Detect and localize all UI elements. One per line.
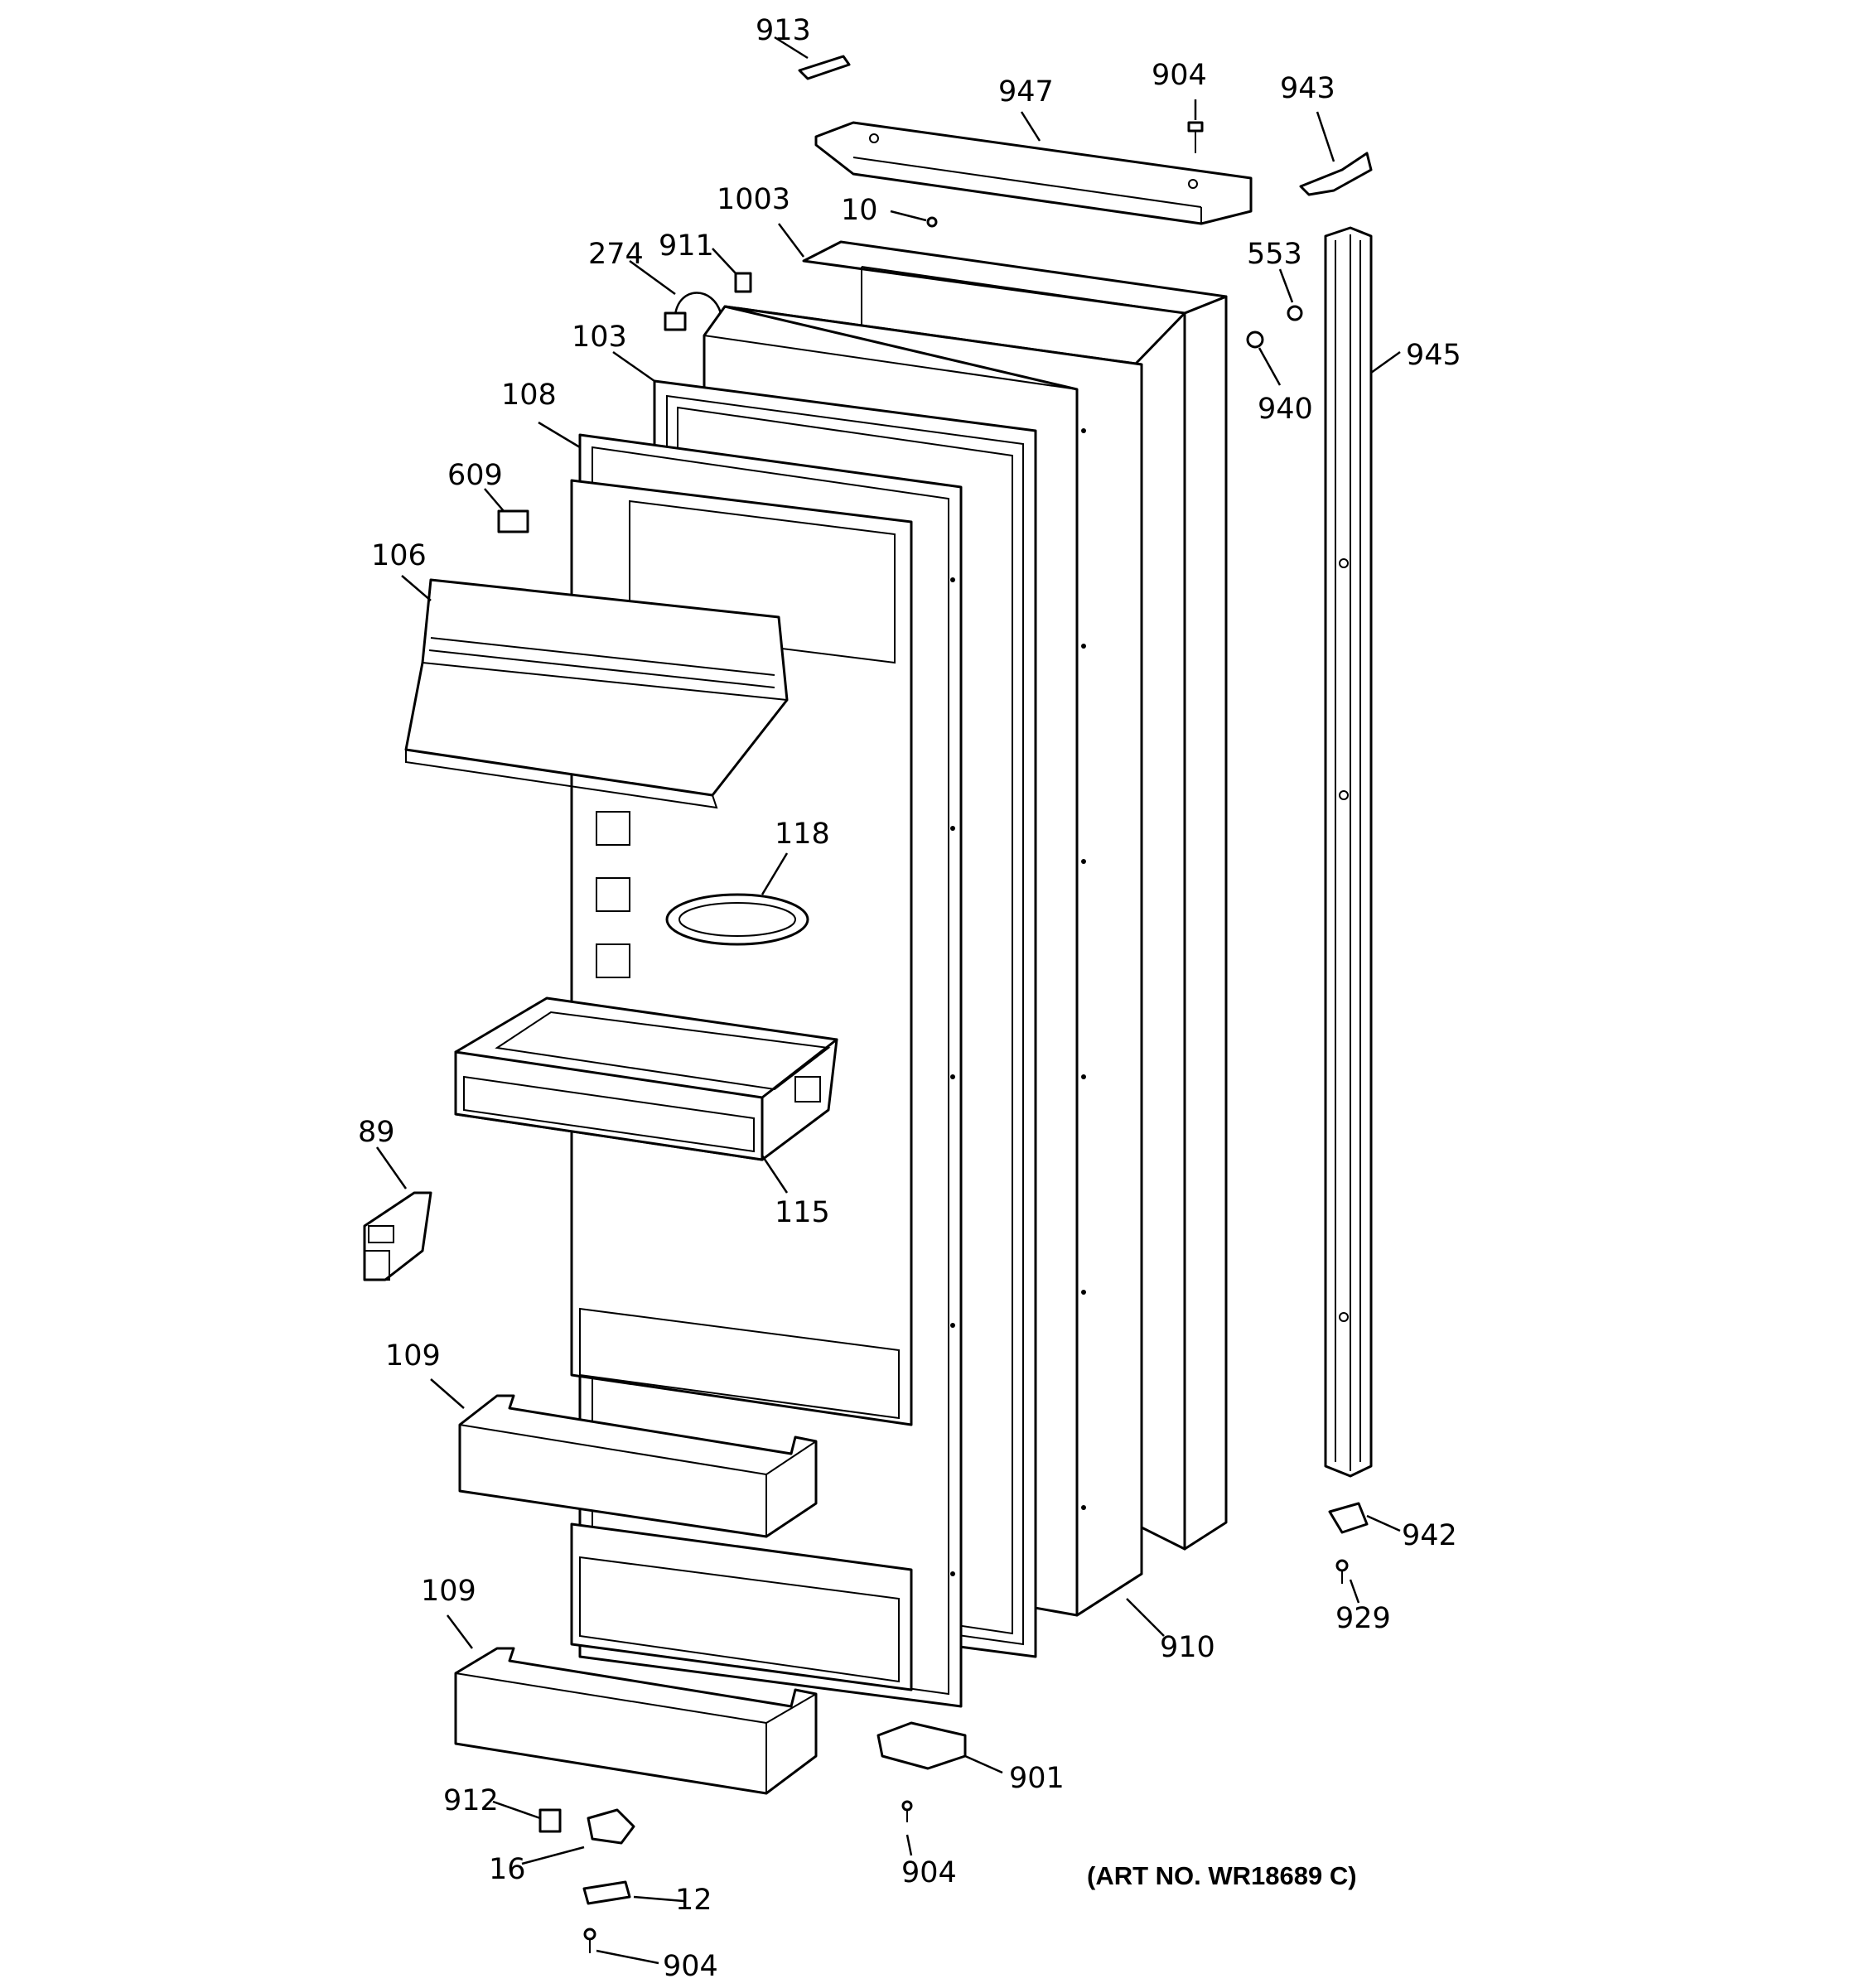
- callout-912: 912: [443, 1784, 499, 1817]
- callout-12: 12: [675, 1884, 712, 1917]
- part-609-switch: [497, 509, 529, 533]
- art-number: (ART NO. WR18689 C): [1087, 1861, 1357, 1890]
- part-929-screw: [1335, 1559, 1349, 1584]
- callout-115: 115: [775, 1196, 830, 1229]
- part-16-hinge-bracket: [587, 1808, 635, 1845]
- callout-945: 945: [1406, 339, 1461, 372]
- part-945-trim-strip: [1324, 226, 1373, 1478]
- part-553-fastener: [1287, 305, 1303, 321]
- callout-89: 89: [358, 1116, 395, 1149]
- callout-904-mid: 904: [901, 1856, 957, 1889]
- callout-904-bottom: 904: [663, 1950, 718, 1983]
- callout-901: 901: [1009, 1762, 1065, 1795]
- callout-947: 947: [998, 75, 1054, 109]
- part-10-screw: [926, 216, 938, 228]
- part-943-hinge-cover: [1299, 152, 1373, 196]
- part-115-shelf-bin: [454, 996, 838, 1161]
- callout-940: 940: [1258, 393, 1313, 426]
- callout-103: 103: [572, 321, 627, 354]
- part-942-hinge: [1328, 1502, 1369, 1534]
- callout-108: 108: [501, 379, 557, 412]
- part-912-bushing: [538, 1808, 562, 1833]
- part-109-upper-bin: [458, 1394, 818, 1538]
- callout-274: 274: [588, 238, 644, 271]
- callout-118: 118: [775, 818, 830, 851]
- part-947-top-cap: [814, 121, 1253, 225]
- callout-109-lower: 109: [421, 1575, 476, 1608]
- callout-943: 943: [1280, 72, 1335, 105]
- part-904-screw-bottom: [583, 1928, 596, 1953]
- part-940-fastener: [1246, 331, 1264, 349]
- callout-609: 609: [447, 459, 503, 492]
- part-106-dairy-door: [404, 578, 789, 809]
- callout-904-top: 904: [1152, 59, 1207, 92]
- callout-16: 16: [489, 1853, 526, 1886]
- callout-942: 942: [1402, 1519, 1457, 1552]
- callout-910: 910: [1160, 1631, 1215, 1664]
- callout-10: 10: [841, 194, 878, 227]
- leader-lines: [375, 36, 1401, 1965]
- callout-929: 929: [1335, 1602, 1391, 1635]
- callout-553: 553: [1247, 238, 1302, 271]
- part-910-outer-door: [802, 240, 1228, 1551]
- part-904-screw-mid: [901, 1800, 913, 1822]
- callout-109-upper: 109: [385, 1339, 441, 1373]
- part-901-bottom-cap: [876, 1721, 967, 1770]
- part-913-cap: [798, 55, 851, 80]
- callout-1003: 1003: [717, 183, 790, 216]
- part-109-lower-bin: [454, 1647, 818, 1795]
- part-911-bushing: [734, 272, 752, 293]
- part-89-module: [363, 1191, 432, 1281]
- part-904-screw-top: [1187, 121, 1204, 153]
- part-12-shim: [582, 1880, 631, 1905]
- part-118-oval-seal: [665, 893, 809, 946]
- callout-106: 106: [371, 539, 427, 572]
- part-274-wire-harness: [664, 292, 722, 331]
- callout-911: 911: [659, 229, 714, 263]
- callout-labels: 913 947 904 943 10 1003 911 274 553 945 …: [358, 14, 1461, 1983]
- callout-913: 913: [756, 14, 811, 47]
